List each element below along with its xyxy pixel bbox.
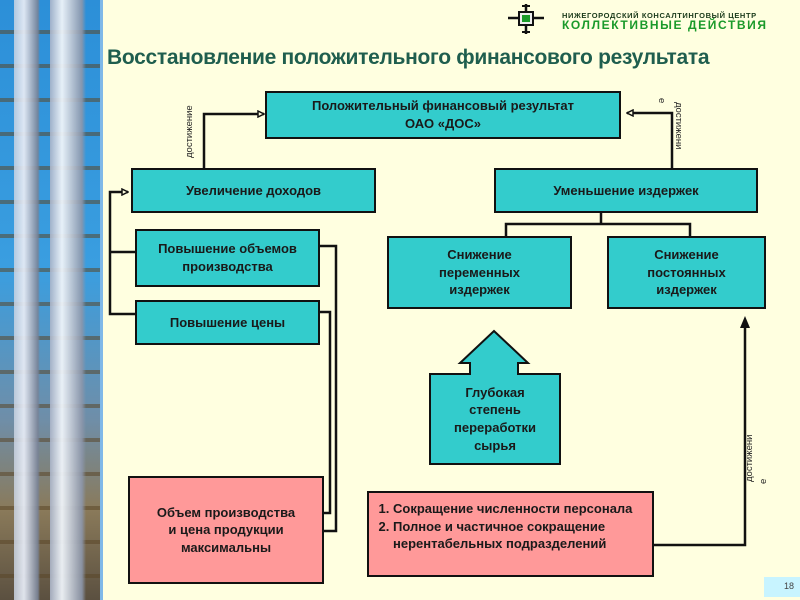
node-volume-increase-line2: производства — [182, 259, 273, 274]
measures-list: Сокращение численности персонала Полное … — [377, 500, 644, 553]
node-volume-increase: Повышение объемов производства — [135, 229, 320, 287]
node-deep-processing-line2: степень — [469, 402, 521, 418]
node-price-increase: Повышение цены — [135, 300, 320, 345]
page-number: 18 — [764, 577, 800, 597]
connector-costs-branches — [504, 222, 692, 236]
node-variable-costs-line3: издержек — [449, 282, 510, 298]
node-positive-result-line1: Положительный финансовый результат — [311, 98, 575, 114]
slide-title: Восстановление положительного финансовог… — [107, 46, 710, 69]
connector-costs-to-result — [627, 113, 674, 168]
node-variable-costs-line1: Снижение — [447, 247, 512, 263]
node-max-volume-price-line3: максимальны — [180, 539, 272, 555]
measures-list-item: Полное и частичное сокращение нерентабел… — [393, 518, 644, 553]
label-right-top-achievement: достижени — [673, 102, 684, 150]
node-cost-reduction: Уменьшение издержек — [494, 168, 758, 213]
photo-border — [100, 0, 103, 600]
logo-name: КОЛЛЕКТИВНЫЕ ДЕЙСТВИЯ — [562, 18, 768, 32]
node-variable-costs: Снижение переменных издержек — [387, 236, 572, 309]
node-staff-measures: Сокращение численности персонала Полное … — [367, 491, 654, 577]
label-right-top-achievement-suffix: е — [656, 98, 667, 104]
label-left-achievement: достижение — [184, 105, 195, 158]
node-price-increase-label: Повышение цены — [169, 314, 286, 330]
refinery-photo — [0, 0, 100, 600]
label-right-bottom-achievement: достижени — [744, 434, 755, 482]
logo-emblem-icon — [508, 4, 544, 34]
node-deep-processing-line4: сырья — [474, 437, 516, 453]
node-variable-costs-line2: переменных — [439, 264, 520, 280]
node-fixed-costs-line2: постоянных — [647, 264, 726, 280]
node-max-volume-price-line1: Объем производства — [156, 504, 296, 520]
node-positive-result: Положительный финансовый результат ОАО «… — [265, 91, 621, 139]
node-fixed-costs-line3: издержек — [656, 282, 717, 298]
label-right-bottom-achievement-suffix: е — [758, 478, 769, 484]
node-fixed-costs-line1: Снижение — [654, 247, 719, 263]
logo-subtitle: НИЖЕГОРОДСКИЙ КОНСАЛТИНГОВЫЙ ЦЕНТР — [562, 11, 757, 20]
node-income-increase: Увеличение доходов — [131, 168, 376, 213]
node-deep-processing: Глубокая степень переработки сырья — [431, 375, 559, 463]
arrow-head-fixed — [740, 316, 750, 328]
node-max-volume-price-line2: и цена продукции — [168, 522, 284, 538]
node-positive-result-line2: ОАО «ДОС» — [405, 116, 481, 131]
node-cost-reduction-label: Уменьшение издержек — [553, 182, 699, 198]
node-max-volume-price: Объем производства и цена продукции макс… — [128, 476, 324, 584]
node-volume-increase-line1: Повышение объемов — [158, 241, 297, 257]
node-deep-processing-line1: Глубокая — [465, 384, 525, 400]
connector-measures-to-fixed — [652, 327, 747, 547]
node-income-increase-label: Увеличение доходов — [185, 182, 322, 198]
node-fixed-costs: Снижение постоянных издержек — [607, 236, 766, 309]
node-deep-processing-line3: переработки — [454, 420, 536, 435]
connector-income-to-result — [202, 114, 264, 168]
measures-list-item: Сокращение численности персонала — [393, 500, 644, 518]
company-logo: НИЖЕГОРОДСКИЙ КОНСАЛТИНГОВЫЙ ЦЕНТР КОЛЛЕ… — [500, 2, 800, 36]
